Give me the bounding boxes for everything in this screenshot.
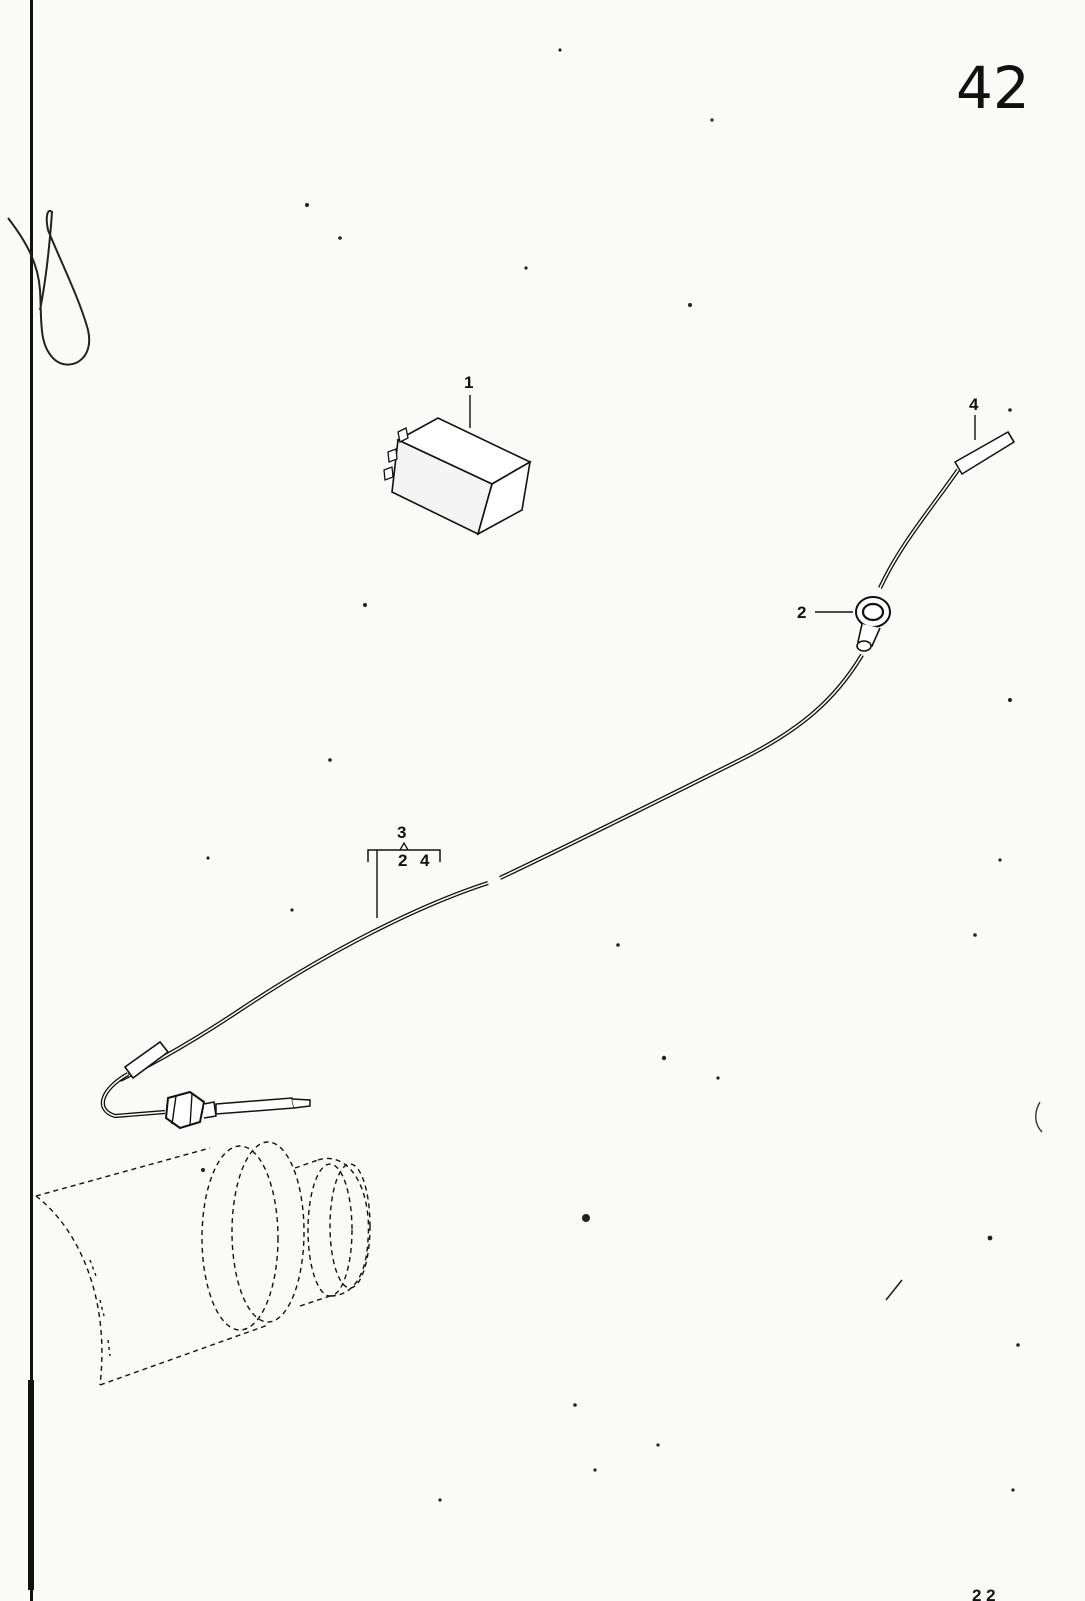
- sensor-cable-middle: [499, 653, 864, 880]
- callout-connector: 4: [969, 395, 979, 414]
- page-number: 42: [956, 54, 1030, 122]
- scan-stray-stroke: [885, 1279, 903, 1301]
- scan-stray-curve: [1035, 1101, 1043, 1133]
- phantom-exhaust-pipe: [35, 1141, 371, 1386]
- callout-sensor-includes-a: 2: [398, 851, 407, 870]
- cable-grommet: [855, 596, 891, 652]
- callout-grommet: 2: [797, 603, 806, 622]
- sensor-cable-upper: [878, 468, 960, 589]
- callout-relay: 1: [464, 373, 473, 392]
- relay-unit: [383, 417, 532, 536]
- temperature-sensor: [100, 1040, 311, 1130]
- handwritten-mark: [7, 210, 91, 366]
- page-bottom-mark: 2 2: [972, 1586, 996, 1601]
- callout-sensor-assembly: 3: [397, 823, 406, 842]
- binding-edge-mark: [28, 1380, 34, 1590]
- binding-edge-line: [30, 0, 33, 1601]
- sensor-assembly-callout: [367, 841, 441, 918]
- scan-specks: [201, 48, 1020, 1502]
- callout-sensor-includes-b: 4: [420, 851, 430, 870]
- connector-plug: [953, 430, 1016, 476]
